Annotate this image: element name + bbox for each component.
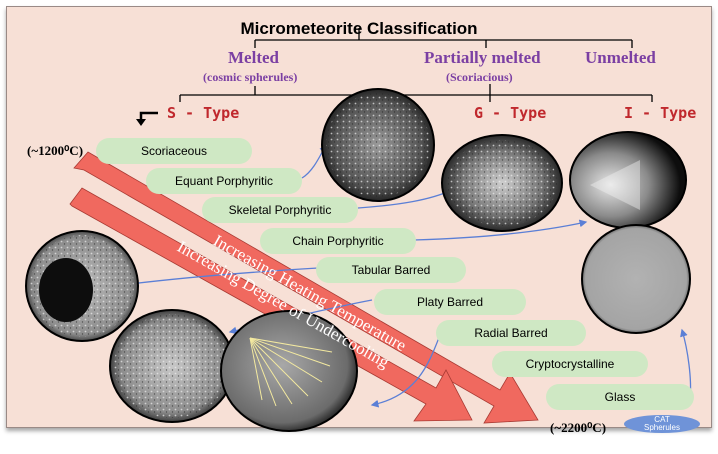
stage-radial-barred: Radial Barred — [436, 320, 586, 346]
platy-barred-micrograph — [109, 309, 235, 423]
i-type-label: I - Type — [624, 104, 697, 122]
stage-skeletal-porphyritic: Skeletal Porphyritic — [202, 197, 358, 223]
heating-arrow — [73, 151, 539, 424]
stage-scoriaceous: Scoriaceous — [96, 138, 252, 164]
s-type-hook-head — [136, 119, 146, 126]
stage-glass: Glass — [546, 384, 694, 410]
cat-spherules-line1: CAT — [654, 415, 670, 424]
diagram-title: Micrometeorite Classification — [240, 19, 478, 38]
g-type-label: G - Type — [474, 104, 547, 122]
scoriaceous-micrograph — [321, 88, 435, 202]
tabular-barred-micrograph — [25, 230, 139, 342]
stage-cryptocrystalline: Cryptocrystalline — [492, 351, 648, 377]
stage-platy-barred: Platy Barred — [374, 289, 526, 315]
i-type-micrograph — [569, 131, 687, 229]
low-temperature-label: (~1200⁰C) — [27, 143, 84, 158]
undercooling-arrow — [69, 187, 473, 422]
g-type-micrograph — [441, 134, 563, 232]
partially-melted-label: Partially melted — [424, 48, 541, 67]
s-type-hook-arrow — [139, 111, 158, 120]
stage-equant-porphyritic: Equant Porphyritic — [146, 168, 302, 194]
unmelted-label: Unmelted — [585, 48, 656, 67]
cat-spherules-badge: CAT Spherules — [624, 415, 700, 433]
glass-micrograph — [581, 224, 691, 334]
s-type-label: S - Type — [167, 104, 240, 122]
melted-label: Melted — [228, 48, 279, 67]
stage-tabular-barred: Tabular Barred — [316, 257, 466, 283]
radial-barred-micrograph — [220, 310, 358, 432]
tree-lines — [179, 28, 653, 102]
partially-melted-sublabel: (Scoriacious) — [446, 70, 513, 84]
cat-spherules-line2: Spherules — [643, 423, 681, 432]
melted-sublabel: (cosmic spherules) — [203, 70, 298, 84]
high-temperature-label: (~2200⁰C) — [550, 420, 607, 435]
stage-chain-porphyritic: Chain Porphyritic — [260, 228, 416, 254]
